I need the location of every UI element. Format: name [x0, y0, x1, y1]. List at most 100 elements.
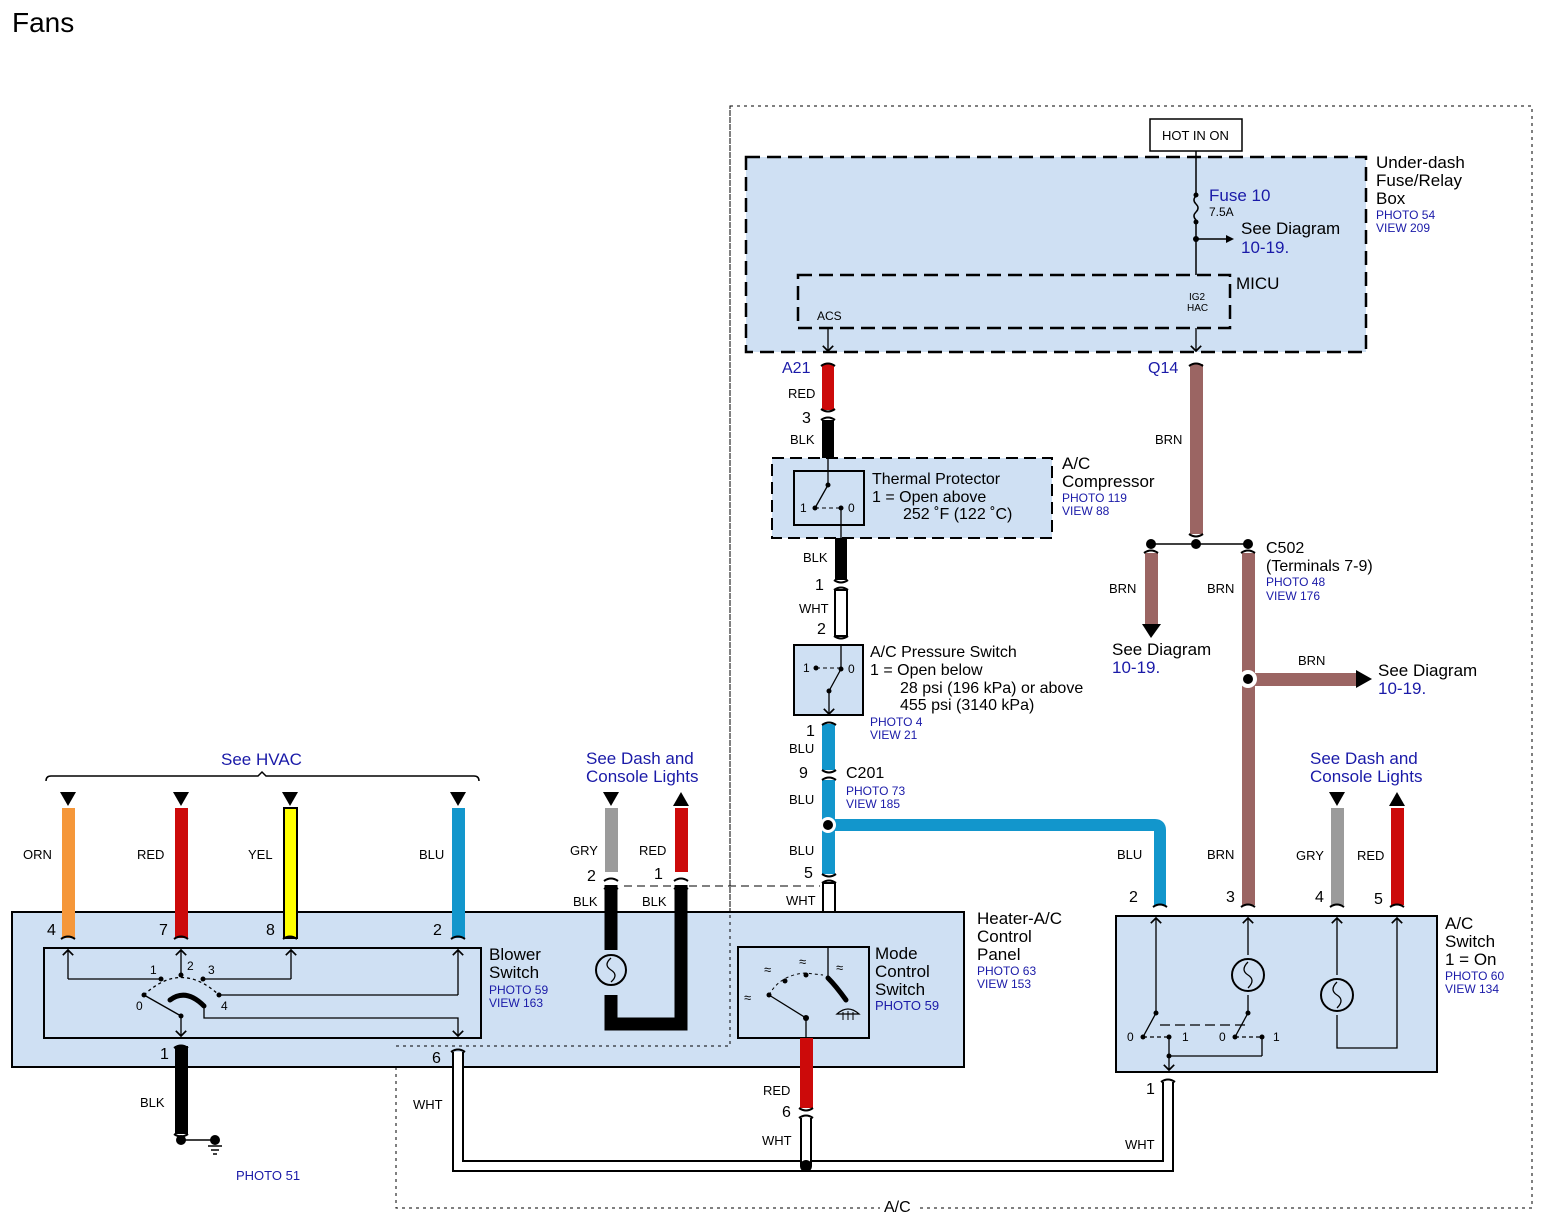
svg-text:C201: C201	[846, 765, 884, 782]
see-hvac-link[interactable]: See HVAC	[221, 750, 302, 769]
wire-blk-compressor-out[interactable]	[835, 538, 847, 580]
see-diagram-ref[interactable]: 10-19.	[1112, 658, 1160, 677]
ac-switch-label: A/C Switch 1 = On PHOTO 60 VIEW 134	[1445, 914, 1504, 996]
fuse-name: Fuse 10	[1209, 186, 1270, 205]
ground-photo-ref: PHOTO 51	[236, 1168, 300, 1183]
wire-brn-ac-switch[interactable]	[1242, 553, 1255, 905]
wire-blk-blower-light[interactable]	[604, 885, 688, 1031]
see-dash-lights-left[interactable]: See Dash and Console Lights	[586, 749, 698, 786]
fuse-rating: 7.5A	[1209, 205, 1234, 219]
svg-text:PHOTO 48: PHOTO 48	[1266, 575, 1325, 589]
arrow-up-icon	[673, 792, 689, 806]
svg-text:PHOTO 54: PHOTO 54	[1376, 208, 1435, 222]
fuse-icon	[1193, 195, 1199, 221]
ground-icon	[208, 1135, 222, 1155]
wire-gry-ac[interactable]	[1331, 808, 1344, 905]
svg-text:PHOTO 73: PHOTO 73	[846, 784, 905, 798]
see-dash-lights-right[interactable]: See Dash and Console Lights	[1310, 749, 1422, 786]
svg-text:Box: Box	[1376, 189, 1406, 208]
wire-brn-q14[interactable]	[1190, 364, 1203, 534]
svg-text:455 psi (3140 kPa): 455 psi (3140 kPa)	[900, 697, 1034, 714]
svg-text:VIEW 176: VIEW 176	[1266, 589, 1320, 603]
svg-text:1 = Open above: 1 = Open above	[872, 489, 986, 506]
bulb-icon	[1231, 958, 1265, 992]
see-diagram-ref[interactable]: 10-19.	[1378, 679, 1426, 698]
wire-gry-dash[interactable]	[605, 808, 618, 872]
svg-text:2: 2	[187, 959, 194, 973]
svg-text:PHOTO 59: PHOTO 59	[489, 983, 548, 997]
pin-number: 2	[587, 868, 596, 885]
pin-number: 1	[806, 723, 815, 740]
wire-yel[interactable]	[283, 807, 298, 939]
wire-red-a21[interactable]	[822, 364, 834, 410]
svg-text:1 = On: 1 = On	[1445, 950, 1497, 969]
svg-text:VIEW 88: VIEW 88	[1062, 504, 1110, 518]
svg-text:VIEW 153: VIEW 153	[977, 977, 1031, 991]
svg-text:(Terminals 7-9): (Terminals 7-9)	[1266, 558, 1373, 575]
svg-text:Heater-A/C: Heater-A/C	[977, 909, 1062, 928]
wire-wht-pressure-in[interactable]	[834, 589, 848, 637]
pin-number: 6	[782, 1104, 791, 1121]
pin-number: 1	[160, 1046, 169, 1063]
wire-red-hvac[interactable]	[175, 808, 188, 938]
defrost-icon	[835, 1008, 861, 1020]
svg-text:Control: Control	[977, 927, 1032, 946]
connector-c201-label: C201 PHOTO 73 VIEW 185	[846, 765, 905, 811]
pin-number: 5	[1374, 891, 1383, 908]
pin-number: 8	[266, 922, 275, 939]
wire-label: WHT	[762, 1133, 792, 1148]
page-title: Fans	[12, 7, 74, 38]
wire-orn[interactable]	[62, 808, 75, 938]
ac-switch-position-labels: 0 1 0 1	[1127, 1030, 1280, 1044]
wire-label: BLK	[642, 894, 667, 909]
blower-switch	[43, 947, 482, 1039]
connector-hooks	[60, 362, 1405, 1138]
wire-label: RED	[639, 843, 666, 858]
wire-brn-right-branch[interactable]	[1254, 673, 1358, 686]
wire-blu-pressure-out[interactable]	[822, 724, 835, 770]
mode-control-switch	[737, 946, 870, 1039]
pin-number: 3	[1226, 889, 1235, 906]
wire-blk-compressor-in[interactable]	[822, 420, 834, 458]
svg-text:VIEW 209: VIEW 209	[1376, 221, 1430, 235]
arrow-down-icon	[173, 792, 189, 806]
micu-box	[796, 273, 1232, 330]
wire-blu-hvac[interactable]	[452, 808, 465, 938]
pin-number: 6	[432, 1050, 441, 1067]
svg-text:Fuse/Relay: Fuse/Relay	[1376, 171, 1462, 190]
wire-label: WHT	[413, 1097, 443, 1112]
wire-blu-to-ac-switch[interactable]	[828, 819, 1166, 905]
svg-text:PHOTO 59: PHOTO 59	[875, 998, 939, 1013]
pin-number: 7	[159, 922, 168, 939]
arrow-down-icon	[603, 792, 619, 806]
svg-text:3: 3	[208, 963, 215, 977]
svg-text:0: 0	[1127, 1030, 1134, 1044]
wire-label: ORN	[23, 847, 52, 862]
pin-number: 1	[815, 577, 824, 594]
wire-red-ac[interactable]	[1391, 808, 1404, 905]
wire-brn-left-branch[interactable]	[1145, 553, 1158, 625]
position-label: 0	[848, 662, 855, 676]
wire-red-dash[interactable]	[675, 808, 688, 872]
connector-c502-label: C502 (Terminals 7-9) PHOTO 48 VIEW 176	[1266, 540, 1373, 603]
terminal-a21: A21	[782, 360, 811, 377]
wire-red-mode[interactable]	[800, 1038, 813, 1108]
svg-text:Switch: Switch	[875, 980, 925, 999]
pin-number: 4	[47, 922, 56, 939]
wire-blk-ground[interactable]	[175, 1046, 188, 1134]
svg-text:1: 1	[150, 963, 157, 977]
thermal-protector	[793, 470, 865, 526]
svg-text:VIEW 185: VIEW 185	[846, 797, 900, 811]
pin-number: 5	[804, 865, 813, 882]
bulb-icon	[1320, 978, 1354, 1012]
arrow-right-icon	[1226, 235, 1234, 243]
see-diagram-ref[interactable]: 10-19.	[1241, 238, 1289, 257]
arrow-right-icon	[1356, 670, 1372, 688]
see-diagram-label: See Diagram	[1378, 661, 1477, 680]
pin-number: 2	[817, 621, 826, 638]
wire-label: WHT	[799, 601, 829, 616]
mode-switch-label: Mode Control Switch PHOTO 59	[875, 944, 939, 1013]
arrow-down-icon	[450, 792, 466, 806]
svg-text:See Dash and: See Dash and	[586, 749, 694, 768]
wire-label: BRN	[1298, 653, 1325, 668]
